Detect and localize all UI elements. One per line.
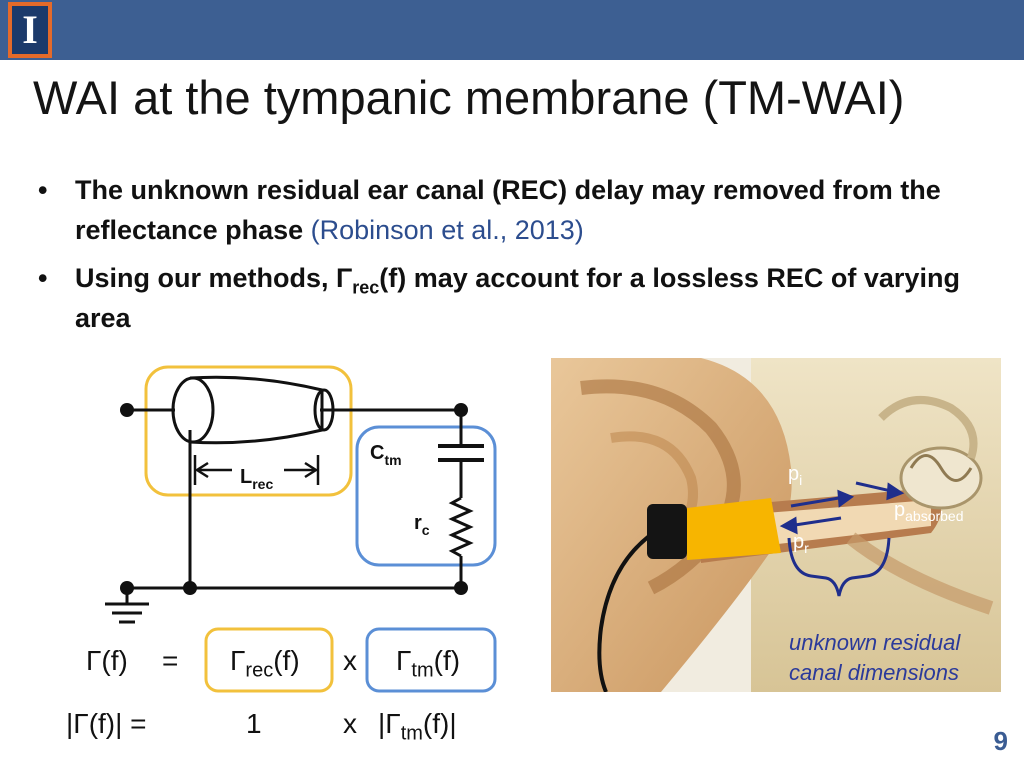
r-c-label: r <box>414 512 422 534</box>
eq2-times: x <box>343 708 357 739</box>
svg-text:Ctm: Ctm <box>370 442 402 468</box>
bullet-text-cont: (f) may account for a lossless REC of va… <box>75 263 960 333</box>
eq1-tm-arg: (f) <box>433 645 461 676</box>
probe-tip-icon <box>687 498 781 560</box>
probe-icon <box>647 504 687 559</box>
slide-title: WAI at the tympanic membrane (TM-WAI) <box>33 71 905 124</box>
bullet-dot-icon: • <box>38 263 48 293</box>
header-bar: I <box>0 0 1024 60</box>
eq1-rec-arg: (f) <box>273 645 300 676</box>
citation-link: (Robinson et al., 2013) <box>310 215 584 245</box>
resistor-icon <box>448 496 474 558</box>
eq2-one: 1 <box>246 708 262 739</box>
ear-anatomy-image: pi pr pabsorbed unknown residual canal d… <box>551 358 1001 692</box>
canal-tube-icon <box>171 375 335 445</box>
bullet-text: Using our methods, Γ <box>75 263 353 293</box>
eq1-tm-term: Γtm(f) <box>396 645 461 681</box>
eq2-lhs: |Γ(f)| = <box>66 708 147 739</box>
bullet-dot-icon: • <box>38 175 48 205</box>
p-i-label: p <box>788 463 799 485</box>
eq1-equals: = <box>162 645 179 676</box>
svg-text:pabsorbed: pabsorbed <box>894 499 964 524</box>
eq2-tm-sub: tm <box>400 722 423 745</box>
p-r-sub: r <box>804 540 809 556</box>
eq1-tm-sub: tm <box>411 659 434 682</box>
svg-text:rc: rc <box>414 512 430 538</box>
eq2-tm-term: |Γtm(f)| <box>378 708 457 744</box>
wires <box>125 408 463 604</box>
c-tm-sub: tm <box>384 452 401 468</box>
eq1-rec-term: Γrec(f) <box>230 645 300 681</box>
c-tm-label: C <box>370 442 384 464</box>
university-logo-icon: I <box>8 2 52 58</box>
eq2-tm-post: (f)| <box>422 708 457 739</box>
eq1-rec-sub: rec <box>245 659 274 682</box>
logo-glyph: I <box>12 6 48 54</box>
bullet-item: • Using our methods, Γrec(f) may account… <box>38 258 1008 338</box>
capacitor-icon <box>438 444 484 462</box>
p-absorbed-label: p <box>894 499 905 521</box>
eq-tm-box <box>365 627 497 693</box>
length-dimension-arrow <box>193 455 320 485</box>
bullet-text: The unknown residual ear canal (REC) del… <box>75 175 941 245</box>
svg-text:Lrec: Lrec <box>240 466 273 492</box>
svg-text:pi: pi <box>788 463 802 488</box>
eq1-times: x <box>343 645 357 676</box>
bullet-list: • The unknown residual ear canal (REC) d… <box>38 170 1008 346</box>
ground-icon <box>105 602 149 624</box>
eq-rec-box <box>204 627 334 693</box>
tm-highlight-box <box>355 425 497 567</box>
caption-line-2: canal dimensions <box>789 660 959 685</box>
p-r-label: p <box>793 531 804 553</box>
bullet-subscript: rec <box>352 277 380 298</box>
eq2-tm-pre: |Γ <box>378 708 401 739</box>
eq1-lhs: Γ(f) <box>86 645 128 676</box>
p-i-sub: i <box>799 472 802 488</box>
canal-brace-icon <box>787 537 891 597</box>
p-absorbed-sub: absorbed <box>905 508 963 524</box>
caption-line-1: unknown residual <box>789 630 961 655</box>
pressure-arrows <box>779 481 905 535</box>
rec-highlight-box <box>144 365 353 497</box>
r-c-sub: c <box>422 522 430 538</box>
l-rec-sub: rec <box>252 476 273 492</box>
svg-text:pr: pr <box>793 531 809 556</box>
eq1-rec-gamma: Γ <box>230 645 246 676</box>
bullet-item: • The unknown residual ear canal (REC) d… <box>38 170 1008 250</box>
eq1-tm-gamma: Γ <box>396 645 412 676</box>
page-number: 9 <box>993 726 1008 756</box>
l-rec-label: L <box>240 466 252 488</box>
circuit-nodes <box>120 403 468 595</box>
